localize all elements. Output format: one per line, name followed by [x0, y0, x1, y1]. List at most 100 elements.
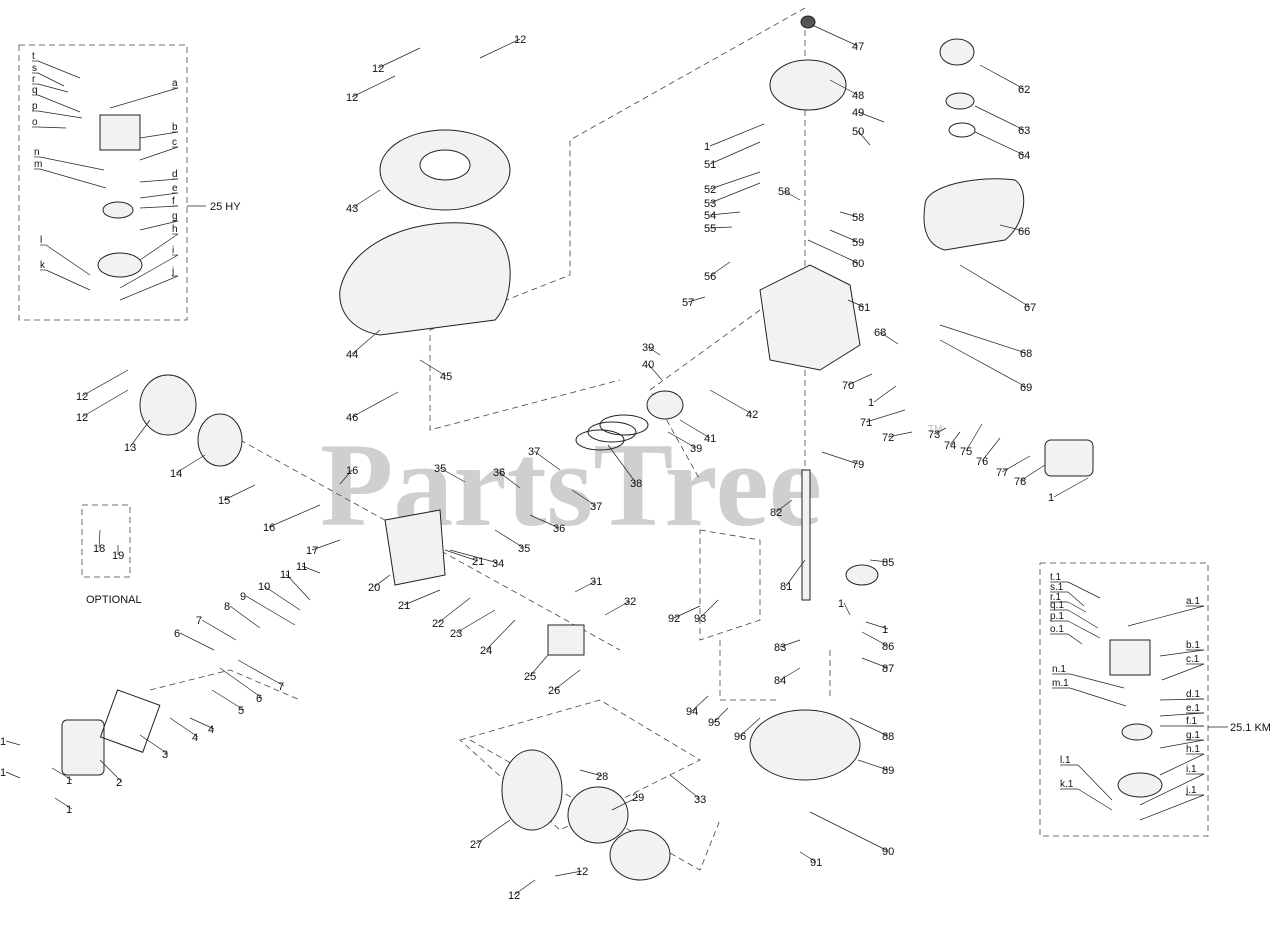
part-callout-5: 5 [238, 705, 244, 717]
part-callout-59: 59 [852, 237, 864, 249]
flywheel-nut-shape [800, 15, 816, 29]
carb-km-letter-p.1: p.1 [1050, 611, 1064, 622]
part-callout-78: 78 [1014, 476, 1026, 488]
part-callout-12: 12 [576, 866, 588, 878]
carb-hy-leader-j [119, 275, 179, 301]
leader-line-c75 [965, 423, 983, 452]
part-callout-89: 89 [882, 765, 894, 777]
watermark-trademark: TM [928, 424, 942, 435]
carb-km-letter-t.1: t.1 [1050, 572, 1062, 583]
part-callout-37: 37 [528, 446, 540, 458]
part-callout-87: 87 [882, 663, 894, 675]
carb-hy-letter-p: p [32, 101, 38, 112]
leader-line-c50 [857, 130, 871, 146]
part-callout-1: 1 [66, 804, 72, 816]
part-callout-17: 17 [306, 545, 318, 557]
part-callout-77: 77 [996, 467, 1008, 479]
leader-line-c8 [229, 605, 261, 629]
valve-cover-shape [61, 719, 105, 776]
leader-line-c12a [377, 47, 421, 69]
carb-km-leader-a.1 [1127, 605, 1205, 627]
part-callout-32: 32 [624, 596, 636, 608]
leader-line-c34 [449, 549, 499, 564]
part-callout-4: 4 [208, 724, 214, 736]
leader-line-c44 [351, 329, 381, 355]
carb-hy-leader-h [139, 233, 179, 261]
carb-km-letter-e.1: e.1 [1186, 703, 1200, 714]
carb-hy-bowl-shape [97, 252, 143, 278]
leader-line-c22 [437, 597, 471, 624]
part-callout-1: 1 [882, 624, 888, 636]
carb-hy-leader-i [119, 254, 179, 289]
air-cleaner-precleaner-shape [609, 829, 671, 881]
carb-km-letter-callouts: t.1s.1r.1q.1p.1o.1n.1m.1a.1b.1c.1d.1e.1f… [1050, 572, 1205, 821]
leader-line-c31 [574, 580, 597, 593]
leader-line-c16a [339, 469, 353, 485]
part-callout-61: 61 [858, 302, 870, 314]
part-callout-34: 34 [492, 558, 504, 570]
leader-line-c90 [809, 811, 889, 852]
leader-line-c86 [861, 631, 889, 647]
leader-line-c83 [779, 639, 801, 648]
crankshaft-shape [801, 469, 811, 601]
carb-km-letter-g.1: g.1 [1186, 730, 1200, 741]
carb-km-leader-k.1 [1077, 788, 1113, 811]
leader-line-c7b [237, 659, 285, 687]
carb-hy-letter-k: k [40, 260, 46, 271]
leader-line-c37b [571, 489, 597, 507]
carb-km-letter-f.1: f.1 [1186, 716, 1198, 727]
leader-line-c70 [847, 373, 873, 386]
leader-line-c5 [211, 689, 245, 711]
part-callout-70: 70 [842, 380, 854, 392]
carb-km-leader-g.1 [1159, 739, 1205, 749]
leader-line-c68a [879, 331, 899, 345]
muffler-guard-shape [139, 374, 197, 436]
leader-line-c4b [189, 717, 215, 730]
part-callout-1: 1 [704, 141, 710, 153]
leader-line-c58a [783, 190, 801, 201]
carb-km-leader-n.1 [1069, 673, 1125, 689]
leader-line-c1h [51, 767, 73, 781]
part-callout-48: 48 [852, 90, 864, 102]
leader-line-c63 [974, 105, 1025, 131]
part-callout-12: 12 [514, 34, 526, 46]
carb-hy-leader-t [37, 60, 81, 79]
carb-km-leader-l.1 [1077, 764, 1113, 801]
part-callout-1: 1 [868, 397, 874, 409]
carb-km-letter-b.1: b.1 [1186, 640, 1200, 651]
part-callout-83: 83 [774, 642, 786, 654]
part-callout-33: 33 [694, 794, 706, 806]
part-callout-14: 14 [170, 468, 182, 480]
part-callout-53: 53 [704, 198, 716, 210]
leader-line-c21a [444, 549, 479, 562]
leader-line-c82 [775, 499, 793, 513]
part-callout-26: 26 [548, 685, 560, 697]
leader-line-c49 [857, 111, 885, 123]
leader-line-c84 [779, 667, 801, 681]
leader-line-c4a [169, 717, 199, 738]
leader-line-c57 [687, 296, 706, 303]
leader-line-c72 [887, 431, 913, 438]
part-callout-94: 94 [686, 706, 698, 718]
leader-line-c48 [829, 79, 859, 96]
carb-hy-letter-r: r [32, 74, 36, 85]
leader-line-c12c [351, 75, 396, 98]
leader-line-c38 [607, 444, 637, 484]
part-callout-29: 29 [632, 792, 644, 804]
carb-km-leader-d.1 [1159, 698, 1205, 701]
carb-km-leader-c.1 [1161, 663, 1205, 681]
part-callout-90: 90 [882, 846, 894, 858]
part-callout-9: 9 [240, 591, 246, 603]
part-callout-7: 7 [278, 681, 284, 693]
part-callout-22: 22 [432, 618, 444, 630]
part-callout-69: 69 [1020, 382, 1032, 394]
carb-hy-letter-s: s [32, 63, 37, 74]
part-callout-66: 66 [1018, 226, 1030, 238]
carb-km-leader-h.1 [1159, 753, 1205, 776]
carb-hy-leader-k [45, 269, 91, 291]
part-callout-31: 31 [590, 576, 602, 588]
sump-shape [749, 709, 861, 781]
leader-line-c54 [709, 211, 741, 216]
part-callout-79: 79 [852, 459, 864, 471]
leader-line-c29 [611, 796, 639, 811]
